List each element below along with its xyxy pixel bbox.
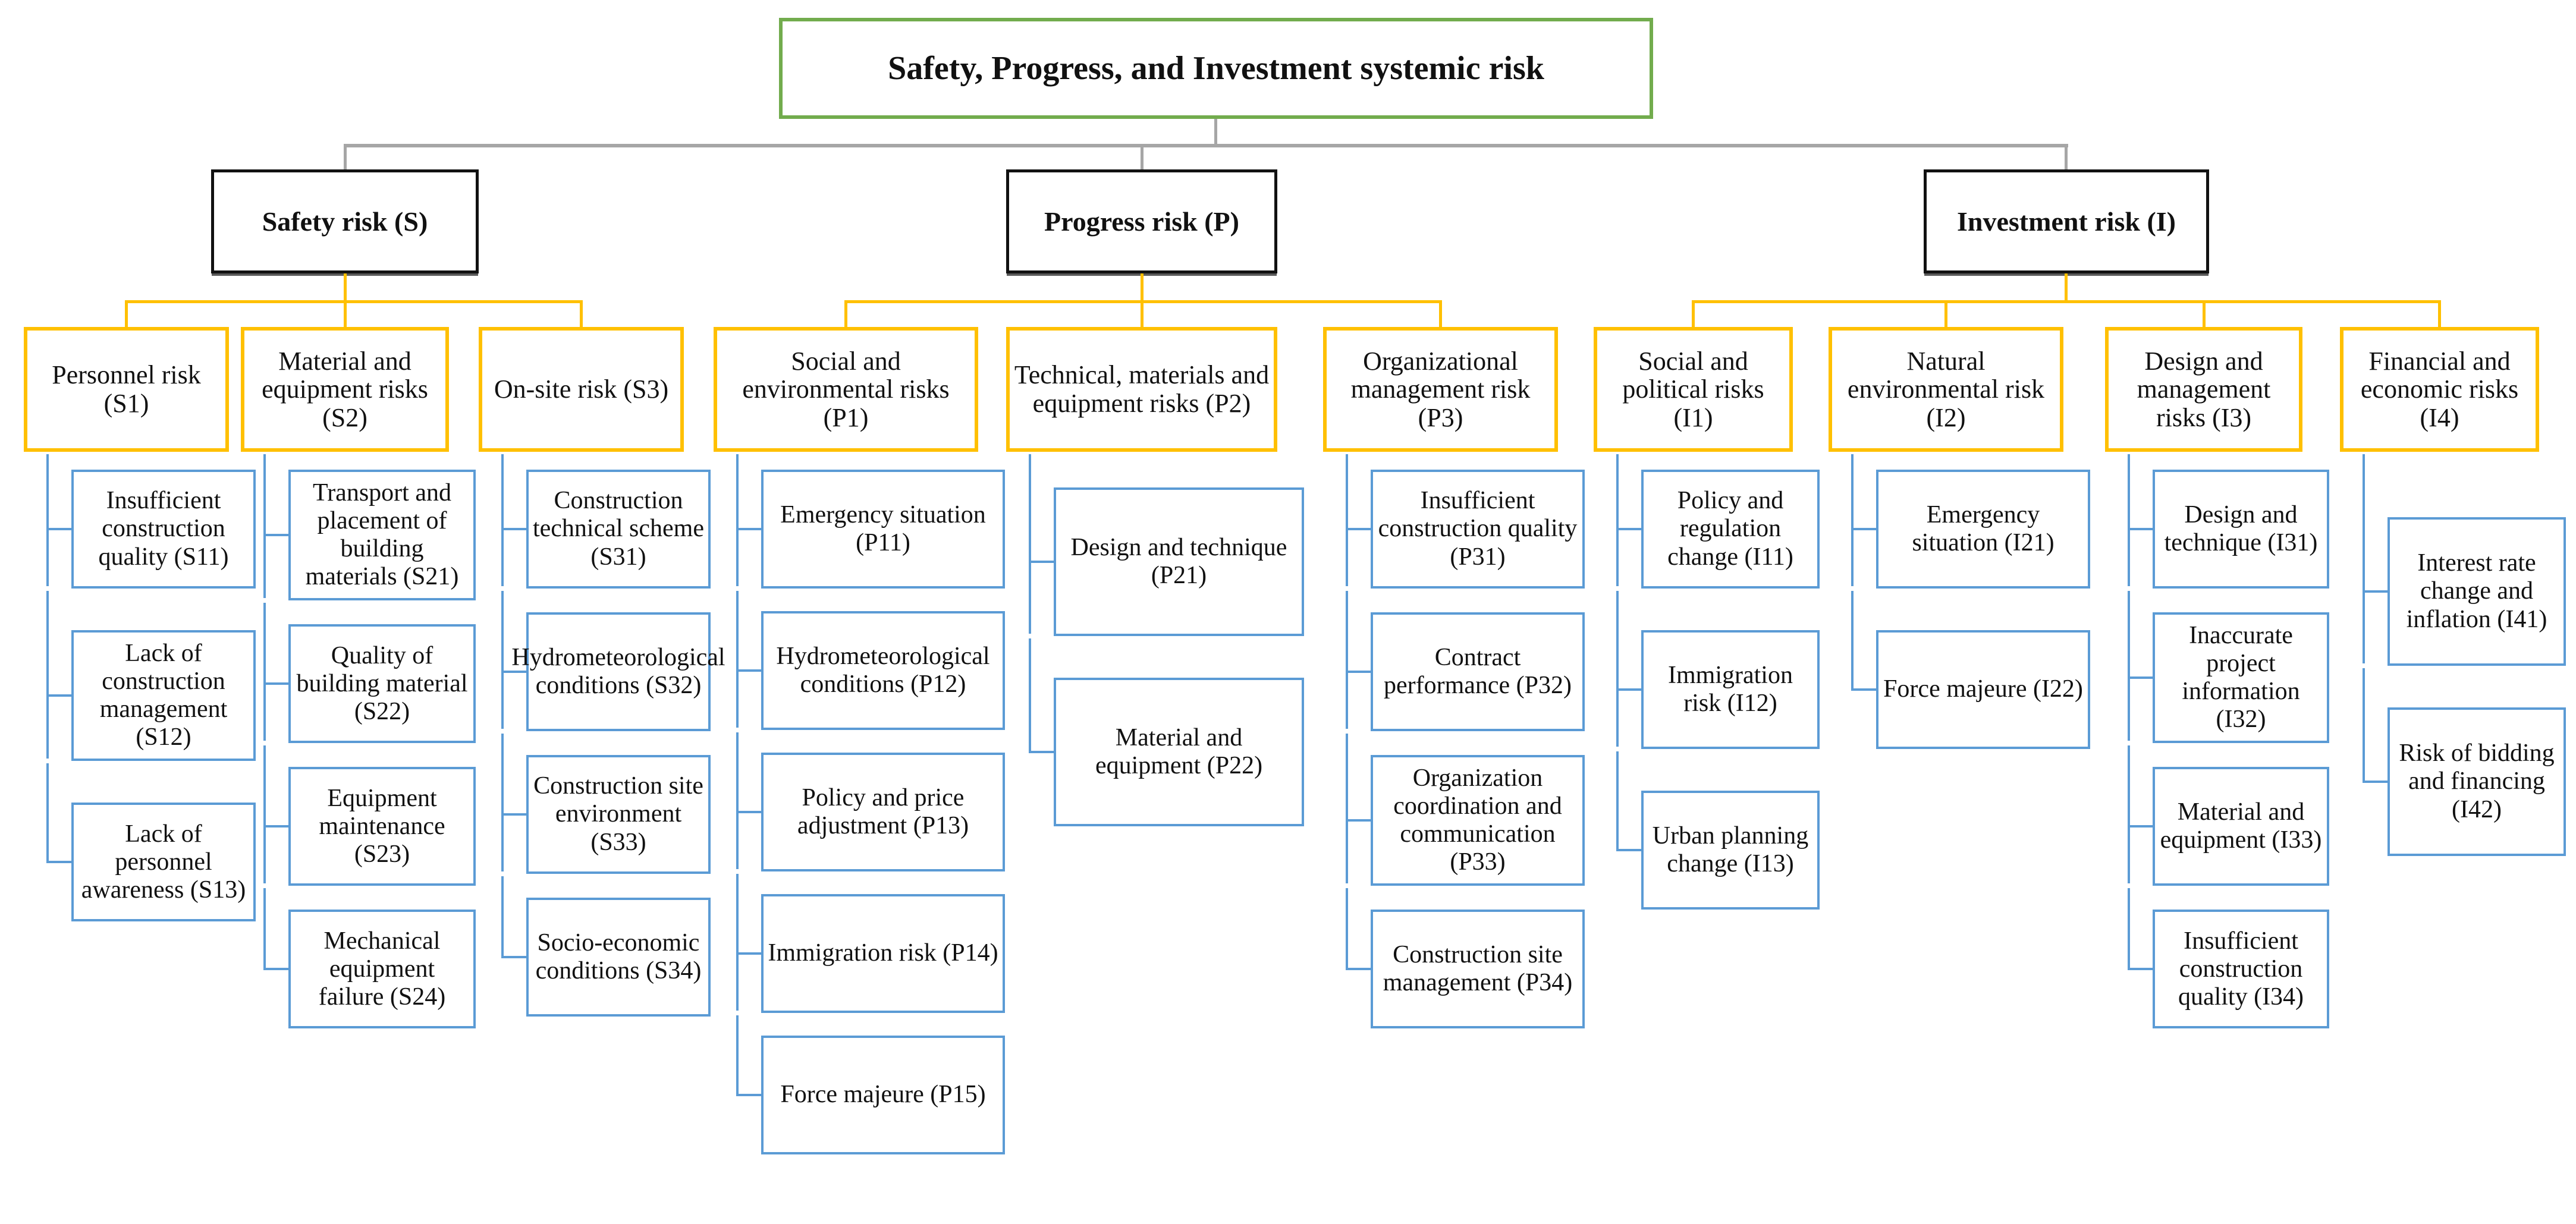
- connector-stub-s3: [580, 300, 583, 327]
- leaf-node-i41: Interest rate change and inflation (I41): [2363, 454, 2566, 666]
- leaf-node-i12: Immigration risk (I12): [1616, 591, 1820, 749]
- column-s3: On-site risk (S3) Construction technical…: [479, 327, 725, 1017]
- leaf-node-i13: Urban planning change (I13): [1616, 751, 1820, 910]
- connector-stub-s2: [344, 300, 347, 327]
- leaf-node-i11: Policy and regulation change (I11): [1616, 454, 1820, 589]
- leaf-node-s31: Construction technical scheme (S31): [501, 454, 711, 589]
- leaf-node-p22: Material and equipment (P22): [1029, 638, 1304, 826]
- leaf-node-p11: Emergency situation (P11): [736, 454, 1005, 589]
- column-i4: Financial and economic risks (I4) Intere…: [2340, 327, 2566, 856]
- column-p1: Social and environmental risks (P1) Emer…: [714, 327, 1005, 1154]
- leaf-node-s34: Socio-economic conditions (S34): [501, 876, 711, 1017]
- leaf-node-p31: Insufficient construction quality (P31): [1346, 454, 1585, 589]
- leaf-node-i34: Insufficient construction quality (I34): [2128, 888, 2329, 1029]
- leaf-node-p21: Design and technique (P21): [1029, 454, 1304, 636]
- leaf-node-s33: Construction site environment (S33): [501, 734, 711, 874]
- category-node-s2: Material and equipment risks (S2): [241, 327, 449, 452]
- connector-safety-hline: [125, 300, 583, 303]
- leaf-node-p15: Force majeure (P15): [736, 1015, 1005, 1154]
- leaf-node-i33: Material and equipment (I33): [2128, 745, 2329, 886]
- column-i1: Social and political risks (I1) Policy a…: [1594, 327, 1820, 910]
- connector-stub-s1: [125, 300, 128, 327]
- column-i2: Natural environmental risk (I2) Emergenc…: [1829, 327, 2090, 749]
- column-p2: Technical, materials and equipment risks…: [1006, 327, 1304, 826]
- leaf-node-i42: Risk of bidding and financing (I42): [2363, 668, 2566, 856]
- leaf-node-p13: Policy and price adjustment (P13): [736, 732, 1005, 871]
- leaf-node-s12: Lack of construction management (S12): [46, 590, 256, 762]
- leaf-node-p33: Organization coordination and communicat…: [1346, 733, 1585, 886]
- connector-safety-drop: [344, 273, 347, 300]
- category-node-p2: Technical, materials and equipment risks…: [1006, 327, 1277, 452]
- leaf-node-i22: Force majeure (I22): [1851, 591, 2090, 749]
- branch-node-safety: Safety risk (S): [211, 169, 479, 273]
- connector-level1-hline: [344, 144, 2068, 147]
- category-node-s1: Personnel risk (S1): [24, 327, 229, 452]
- connector-stub-i2: [1944, 300, 1947, 327]
- category-node-i3: Design and management risks (I3): [2105, 327, 2302, 452]
- connector-investment-hline: [1692, 300, 2441, 303]
- leaf-node-i21: Emergency situation (I21): [1851, 454, 2090, 589]
- connector-stub-p1: [844, 300, 847, 327]
- leaf-node-s13: Lack of personnel awareness (S13): [46, 763, 256, 922]
- category-node-p1: Social and environmental risks (P1): [714, 327, 978, 452]
- leaf-node-p12: Hydrometeorological conditions (P12): [736, 591, 1005, 730]
- branch-node-investment: Investment risk (I): [1924, 169, 2209, 273]
- connector-stub-p3: [1439, 300, 1442, 327]
- column-s2: Material and equipment risks (S2) Transp…: [241, 327, 476, 1029]
- connector-stub-i1: [1692, 300, 1695, 327]
- leaf-node-p14: Immigration risk (P14): [736, 874, 1005, 1013]
- category-node-i4: Financial and economic risks (I4): [2340, 327, 2539, 452]
- column-i3: Design and management risks (I3) Design …: [2105, 327, 2329, 1029]
- leaf-node-i31: Design and technique (I31): [2128, 454, 2329, 589]
- leaf-node-s21: Transport and placement of building mate…: [263, 454, 476, 601]
- column-p3: Organizational management risk (P3) Insu…: [1323, 327, 1585, 1029]
- connector-drop-progress: [1141, 144, 1144, 169]
- leaf-node-s22: Quality of building material (S22): [263, 603, 476, 744]
- connector-stub-i4: [2438, 300, 2441, 327]
- category-node-s3: On-site risk (S3): [479, 327, 684, 452]
- category-node-i2: Natural environmental risk (I2): [1829, 327, 2063, 452]
- leaf-node-p34: Construction site management (P34): [1346, 888, 1585, 1029]
- connector-stub-p2: [1141, 300, 1144, 327]
- category-node-i1: Social and political risks (I1): [1594, 327, 1793, 452]
- connector-root-drop: [1214, 119, 1217, 144]
- root-node: Safety, Progress, and Investment systemi…: [779, 18, 1653, 119]
- connector-drop-safety: [344, 144, 347, 169]
- connector-drop-investment: [2065, 144, 2068, 169]
- leaf-node-p32: Contract performance (P32): [1346, 591, 1585, 731]
- connector-investment-drop: [2065, 273, 2068, 300]
- connector-stub-i3: [2203, 300, 2206, 327]
- category-node-p3: Organizational management risk (P3): [1323, 327, 1558, 452]
- leaf-node-s24: Mechanical equipment failure (S24): [263, 888, 476, 1029]
- leaf-node-s32: Hydrometeorological conditions (S32): [501, 591, 725, 731]
- leaf-node-s11: Insufficient construction quality (S11): [46, 454, 256, 589]
- connector-progress-drop: [1141, 273, 1144, 300]
- branch-node-progress: Progress risk (P): [1006, 169, 1277, 273]
- leaf-node-i32: Inaccurate project information (I32): [2128, 590, 2329, 744]
- leaf-node-s23: Equipment maintenance (S23): [263, 745, 476, 886]
- column-s1: Personnel risk (S1) Insufficient constru…: [24, 327, 256, 922]
